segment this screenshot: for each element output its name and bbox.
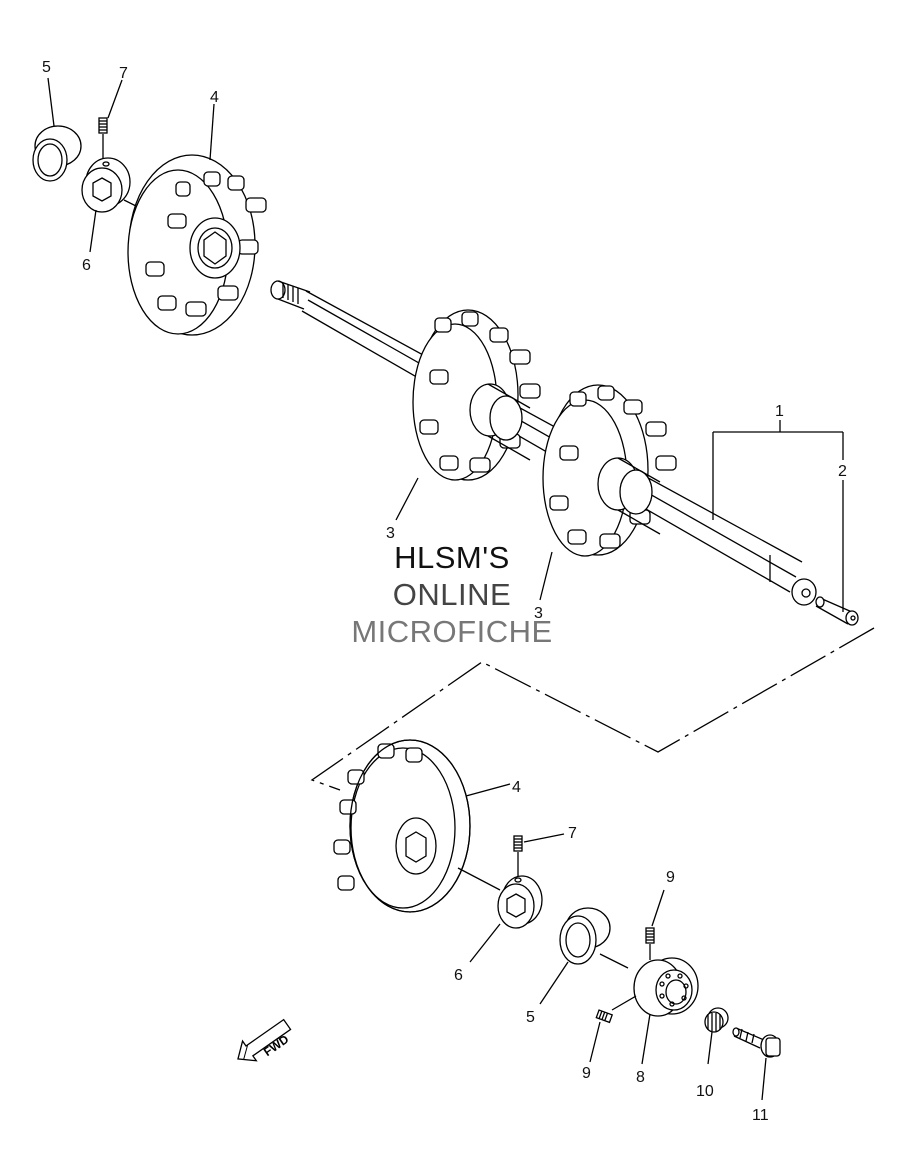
collar-bottom [559, 907, 611, 965]
callout-9-bottom: 9 [582, 1065, 591, 1082]
bearing [633, 957, 699, 1017]
watermark-line-2: ONLINE [392, 577, 512, 612]
callout-bracket-1-2 [712, 420, 844, 612]
callout-2: 2 [838, 463, 847, 480]
callout-11: 11 [752, 1107, 769, 1124]
bolt [732, 1027, 781, 1101]
callout-4-bottom: 4 [512, 779, 521, 796]
callout-6-top: 6 [82, 257, 91, 274]
hex-collar-top [81, 157, 131, 213]
callout-7-top: 7 [119, 65, 128, 82]
callout-6-bottom: 6 [454, 967, 463, 984]
fwd-arrow-icon [237, 1018, 292, 1062]
watermark-line-3: MICROFICHE [351, 614, 553, 649]
set-screw-9-bottom [589, 995, 637, 1063]
callout-9-top: 9 [666, 869, 675, 886]
callout-3-right: 3 [534, 605, 543, 622]
pin [815, 596, 859, 626]
sprocket-mid-left [412, 309, 541, 481]
set-screw-top [98, 117, 108, 160]
set-screw-bottom [513, 833, 565, 876]
sprocket-mid-right [542, 384, 677, 557]
hex-collar-bottom [497, 875, 543, 929]
callout-5-top: 5 [42, 59, 51, 76]
nut [704, 1007, 729, 1065]
watermark-line-1: HLSM'S [394, 540, 510, 575]
callout-3-left: 3 [386, 525, 395, 542]
callout-7-bottom: 7 [568, 825, 577, 842]
set-screw-9-top [645, 889, 665, 960]
callout-8: 8 [636, 1069, 645, 1086]
sprocket-bottom [333, 739, 471, 913]
callout-4-top: 4 [210, 89, 219, 106]
assembly-guide-line [310, 627, 875, 791]
sprocket-top [127, 154, 267, 336]
callout-10: 10 [696, 1083, 714, 1100]
callout-5-bottom: 5 [526, 1009, 535, 1026]
collar-top [32, 125, 82, 182]
callout-1: 1 [775, 403, 784, 420]
